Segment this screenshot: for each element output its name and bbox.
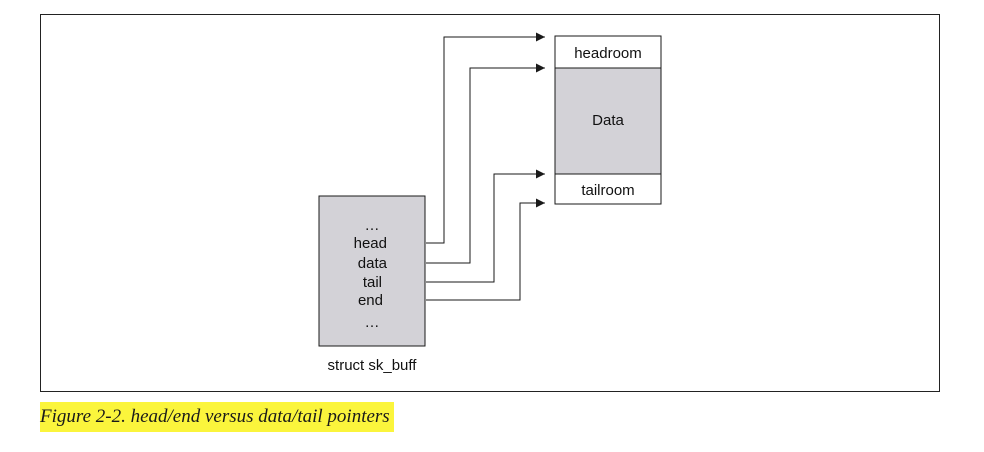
tailroom-block (554, 173, 662, 205)
figure-caption: Figure 2-2. head/end versus data/tail po… (40, 402, 394, 432)
head-pointer-arrow (426, 32, 545, 244)
struct-ellipsis-top: … (365, 217, 380, 234)
tail-pointer-arrow (426, 169, 545, 283)
field-head: head (354, 235, 387, 252)
sk-buff-diagram: … head data tail end … struct sk_buff he… (318, 32, 662, 374)
field-end: end (358, 292, 383, 309)
struct-sk-buff: … head data tail end … struct sk_buff (318, 195, 426, 374)
tailroom-label: tailroom (581, 182, 634, 199)
data-block (554, 67, 662, 175)
headroom-block (554, 35, 662, 69)
struct-box (318, 195, 426, 347)
data-pointer-arrow (426, 63, 545, 264)
field-tail: tail (363, 274, 382, 291)
end-pointer-arrow (426, 198, 545, 301)
figure-frame (40, 14, 940, 392)
field-data: data (358, 255, 388, 272)
struct-ellipsis-bottom: … (365, 314, 380, 331)
packet-buffer: headroom Data tailroom (554, 35, 662, 205)
headroom-label: headroom (574, 45, 642, 62)
struct-title: struct sk_buff (328, 357, 418, 374)
data-label: Data (592, 112, 624, 129)
